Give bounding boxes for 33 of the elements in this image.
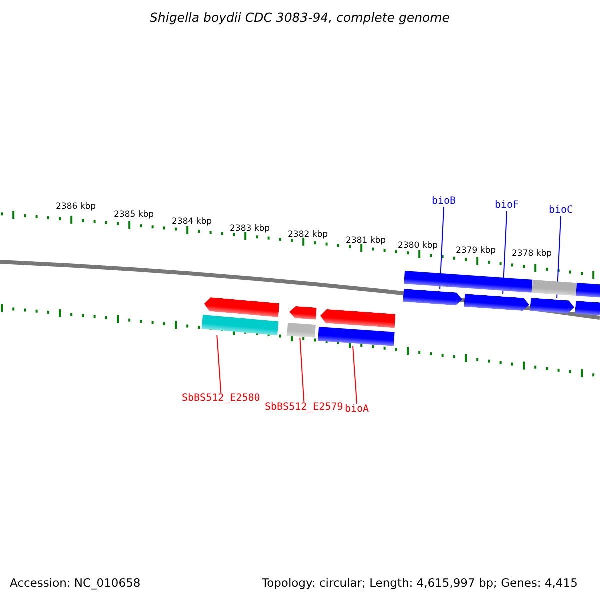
scale-label: 2378 kbp bbox=[512, 249, 552, 259]
gene-label: SbBS512_E2579 bbox=[265, 402, 344, 413]
scale-label: 2382 kbp bbox=[288, 230, 328, 240]
scale-label: 2385 kbp bbox=[114, 210, 154, 220]
gene-label: SbBS512_E2580 bbox=[182, 393, 260, 404]
scale-label: 2379 kbp bbox=[456, 246, 496, 256]
gene-feature bbox=[318, 327, 395, 346]
gene-feature bbox=[287, 323, 316, 338]
gene-label: bioC bbox=[549, 205, 574, 216]
gene-feature bbox=[530, 298, 575, 314]
gene-feature bbox=[576, 283, 600, 298]
gene-feature bbox=[575, 301, 600, 316]
footer-text: Accession: NC_010658 bbox=[10, 576, 141, 590]
gene-label: bioF bbox=[495, 200, 520, 211]
leader-line bbox=[352, 346, 358, 404]
footer-text: Topology: circular; Length: 4,615,997 bp; Genes: 4,415 bbox=[262, 576, 578, 590]
gene-label: bioB bbox=[432, 196, 456, 207]
leader-line bbox=[216, 335, 222, 394]
gene-feature bbox=[320, 309, 396, 328]
scale-label: 2386 kbp bbox=[56, 202, 96, 212]
gene-feature bbox=[289, 306, 317, 320]
leader-line bbox=[300, 337, 305, 402]
gene-feature bbox=[464, 294, 530, 312]
scale-label: 2384 kbp bbox=[172, 217, 212, 227]
scale-label: 2381 kbp bbox=[346, 236, 386, 246]
gene-feature bbox=[404, 271, 533, 293]
gene-feature bbox=[532, 280, 577, 296]
scale-label: 2383 kbp bbox=[230, 224, 270, 234]
title: Shigella boydii CDC 3083-94, complete genome bbox=[148, 10, 452, 25]
gene-feature bbox=[403, 289, 463, 306]
scale-label: 2380 kbp bbox=[398, 241, 438, 251]
gene-feature bbox=[202, 315, 279, 336]
gene-label: bioA bbox=[345, 404, 370, 415]
